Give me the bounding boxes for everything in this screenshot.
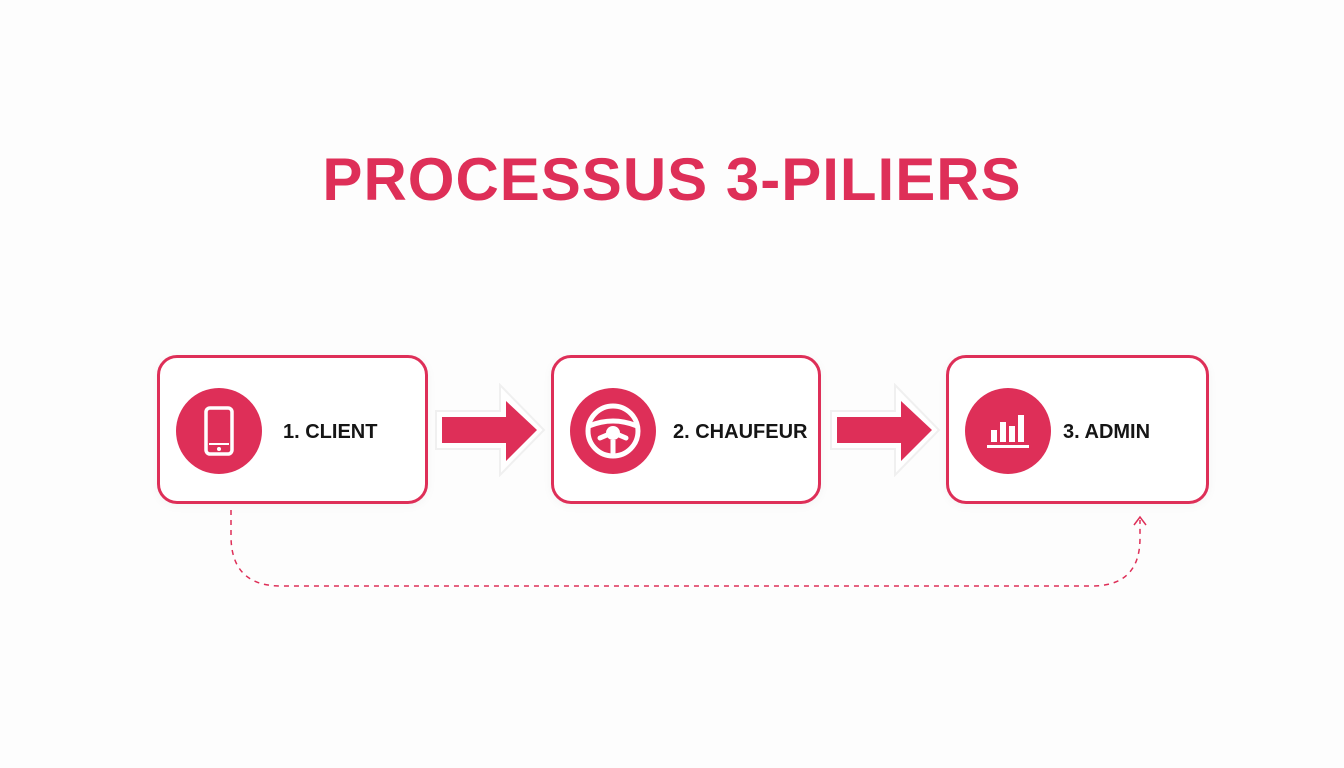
step-card-chauffeur: 2. CHAUFEUR [551,355,821,504]
diagram-title: PROCESSUS 3-PILIERS [322,146,1022,213]
step-card-admin: 3. ADMIN [946,355,1209,504]
step-label-admin: 3. ADMIN [1063,421,1151,443]
bar-chart-icon [965,388,1051,474]
step-card-client: 1. CLIENT [157,355,428,504]
smartphone-icon [176,388,262,474]
arrow-right-icon [435,383,546,477]
steering-wheel-icon [570,388,656,474]
arrow-right-icon [830,383,941,477]
step-label-client: 1. CLIENT [283,421,378,443]
step-label-chauffeur: 2. CHAUFEUR [673,421,808,443]
